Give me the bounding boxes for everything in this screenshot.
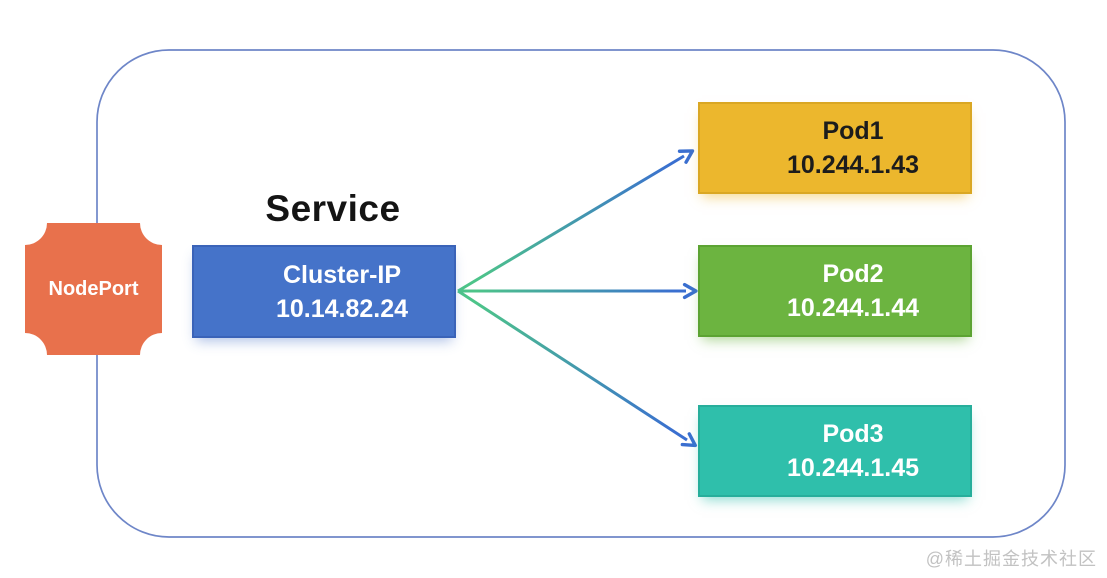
service-title: Service <box>265 188 401 229</box>
pod3-ip: 10.244.1.45 <box>786 454 920 482</box>
arrow-service-to-pod1 <box>457 149 695 293</box>
pod1-box: Pod1 10.244.1.43 <box>698 102 972 194</box>
arrow-service-to-pod3 <box>457 289 698 448</box>
nodeport-label-text: NodePort <box>48 277 139 300</box>
nodeport-plaque-shape <box>25 223 162 355</box>
pod2-ip: 10.244.1.44 <box>786 294 920 322</box>
pod2-box: Pod2 10.244.1.44 <box>698 245 972 337</box>
nodeport-label: NodePort <box>25 223 162 355</box>
pod1-ip: 10.244.1.43 <box>786 151 920 179</box>
pod1-name: Pod1 <box>822 117 884 145</box>
service-ip: 10.14.82.24 <box>275 294 409 323</box>
service-name: Cluster-IP <box>282 260 402 289</box>
pod3-box: Pod3 10.244.1.45 <box>698 405 972 497</box>
service-cluster-ip-box: Cluster-IP 10.14.82.24 <box>192 245 456 338</box>
pod3-name: Pod3 <box>822 420 884 448</box>
pod2-name: Pod2 <box>822 260 884 288</box>
watermark: @稀土掘金技术社区 <box>925 549 1097 569</box>
